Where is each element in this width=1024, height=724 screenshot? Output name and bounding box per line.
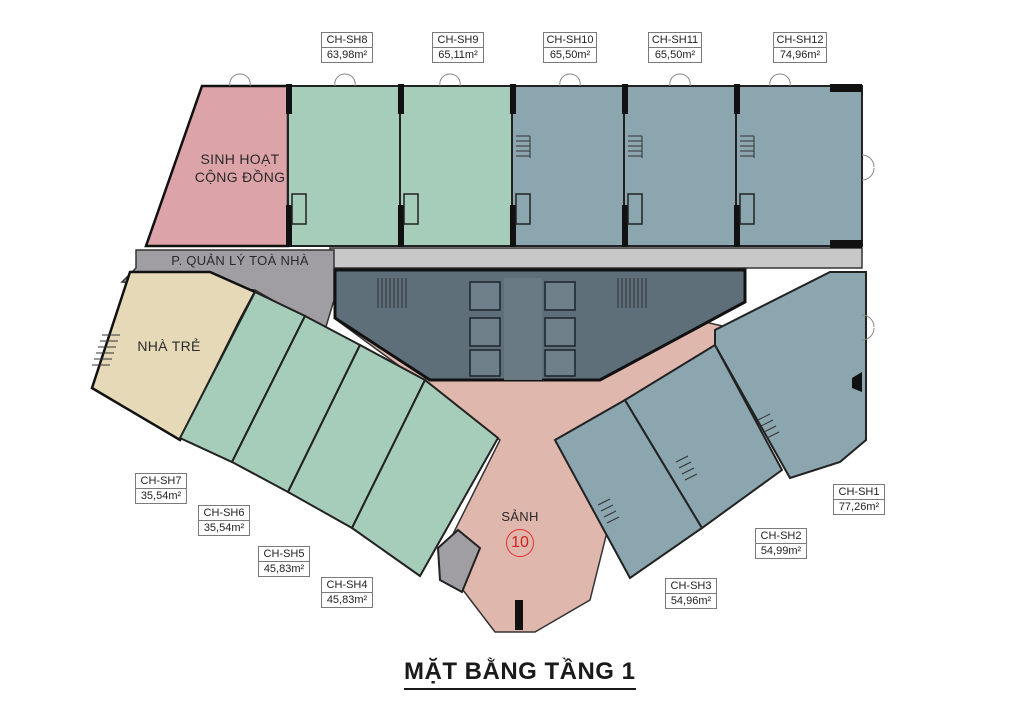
unit-id: CH-SH11 (649, 33, 701, 48)
unit-area: 63,98m² (326, 49, 368, 61)
unit-area: 65,50m² (654, 49, 696, 61)
lobby-label: SẢNH (501, 509, 539, 524)
unit-area: 77,26m² (838, 501, 880, 513)
page-title: MẶT BẰNG TẦNG 1 (404, 658, 636, 690)
unit-id: CH-SH4 (322, 578, 372, 593)
unit-area: 45,83m² (326, 594, 368, 606)
unit-area: 65,11m² (438, 49, 478, 61)
community-room-label: SINH HOẠT CỘNG ĐỒNG (190, 150, 290, 186)
unit-area: 45,83m² (263, 563, 305, 575)
corridor (329, 247, 863, 269)
unit-sh2[interactable] (623, 343, 784, 530)
unit-sh4[interactable] (350, 378, 500, 578)
unit-area: 35,54m² (140, 490, 182, 502)
unit-area: 74,96m² (779, 49, 821, 61)
unit-id: CH-SH5 (259, 547, 309, 562)
unit-id: CH-SH2 (756, 529, 806, 544)
unit-id: CH-SH7 (136, 474, 186, 489)
lobby-number-badge: 10 (506, 529, 534, 557)
unit-id: CH-SH1 (834, 485, 884, 500)
community-label-line1: SINH HOẠT (200, 151, 280, 167)
nursery-room-label: NHÀ TRẺ (137, 338, 201, 354)
unit-sh10[interactable] (511, 85, 625, 247)
shaft (436, 528, 482, 594)
unit-id: CH-SH12 (774, 33, 826, 48)
unit-sh11[interactable] (623, 85, 737, 247)
unit-area: 35,54m² (203, 522, 245, 534)
management-room-label: P. QUẢN LÝ TOÀ NHÀ (171, 253, 309, 268)
unit-sh12[interactable] (735, 85, 863, 247)
core-hall (504, 278, 542, 380)
unit-area: 54,96m² (670, 595, 712, 607)
unit-id: CH-SH10 (544, 33, 596, 48)
unit-sh1[interactable] (714, 271, 867, 480)
unit-id: CH-SH8 (322, 33, 372, 48)
unit-id: CH-SH3 (666, 579, 716, 594)
unit-area: 54,99m² (760, 545, 802, 557)
unit-sh9[interactable] (399, 85, 513, 247)
community-label-line2: CỘNG ĐỒNG (194, 169, 286, 185)
unit-area: 65,50m² (549, 49, 591, 61)
unit-id: CH-SH6 (199, 506, 249, 521)
unit-sh8[interactable] (287, 85, 401, 247)
unit-id: CH-SH9 (433, 33, 483, 48)
